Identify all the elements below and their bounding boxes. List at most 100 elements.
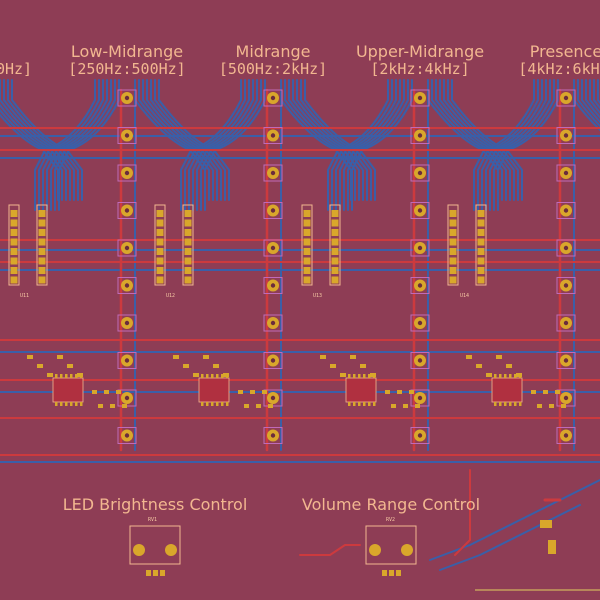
smd-passive <box>496 355 502 359</box>
led-outline <box>556 202 576 219</box>
smd-passive <box>173 355 179 359</box>
smd-pin <box>499 374 502 378</box>
smd-chip <box>52 377 84 403</box>
smd-passive <box>92 390 97 394</box>
smd-pin <box>55 374 58 378</box>
smd-pin <box>358 374 361 378</box>
ic-pin <box>449 257 457 265</box>
led-hole <box>417 320 423 326</box>
smd-passive <box>476 364 482 368</box>
smd-passive <box>104 390 109 394</box>
ic-pin <box>38 210 46 217</box>
led-hole <box>563 433 569 438</box>
led-outline <box>410 164 430 182</box>
led-hole <box>563 170 569 176</box>
ic-outline <box>329 204 341 286</box>
smd-passive <box>238 390 243 394</box>
smd-pin <box>509 402 512 406</box>
ic-ref-0: U11 <box>20 293 29 299</box>
led-outline <box>263 127 283 144</box>
led-hole <box>124 358 130 363</box>
smd-chip <box>345 377 377 403</box>
ic-pin <box>449 229 457 236</box>
ic-labels: U11 U12 U13 U14 <box>20 293 469 299</box>
smd-passive <box>256 404 261 408</box>
section-4-title: Presence <box>530 42 600 61</box>
smd-passive <box>391 404 396 408</box>
ic-pin <box>331 219 339 227</box>
fanout-trace <box>585 79 600 119</box>
fanout-trace <box>577 79 600 128</box>
ic-pin <box>38 257 46 265</box>
smd-pin <box>348 402 351 406</box>
ic-pin <box>303 229 311 236</box>
ic-pin <box>10 229 18 236</box>
smd-passive <box>360 364 366 368</box>
ic-outline <box>301 204 313 286</box>
smd-passive <box>548 540 556 554</box>
smd-pin <box>363 402 366 406</box>
led-outline <box>263 352 283 369</box>
pot-mount-pad <box>165 544 177 556</box>
pot-pin <box>396 570 401 576</box>
smd-pin <box>226 402 229 406</box>
ic-pin <box>477 219 485 227</box>
pot-pin <box>160 570 165 576</box>
smd-passive <box>250 390 255 394</box>
ic-pin <box>303 276 311 284</box>
led-outline <box>410 239 430 257</box>
led-outline <box>263 239 283 257</box>
ic-pin <box>331 276 339 284</box>
smd-passive <box>183 364 189 368</box>
fanout-trace <box>593 79 600 110</box>
led-outline <box>263 164 283 182</box>
smd-passive <box>370 373 376 377</box>
smd-passive <box>116 390 121 394</box>
ic-outline <box>447 204 459 286</box>
smd-pin <box>514 374 517 378</box>
ic-pin <box>38 276 46 284</box>
ic-outline <box>36 204 48 286</box>
led-hole <box>270 283 276 288</box>
rv2-ref: RV2 <box>386 517 395 523</box>
led-outline <box>117 314 137 332</box>
section-4-range: [4kHz:6kH <box>518 60 599 78</box>
ic-pin <box>303 219 311 227</box>
led-hole <box>417 245 423 251</box>
ic-pin <box>331 210 339 217</box>
led-hole <box>563 133 569 138</box>
smd-pin <box>216 374 219 378</box>
ic-pin <box>303 267 311 274</box>
smd-pin <box>519 402 522 406</box>
ic-pin <box>449 248 457 255</box>
smd-pin <box>211 402 214 406</box>
smd-pin <box>373 402 376 406</box>
smd-passive <box>203 355 209 359</box>
led-outline <box>263 202 283 219</box>
led-outline <box>410 127 430 144</box>
ic-pin <box>477 238 485 246</box>
led-hole <box>563 283 569 288</box>
control-trace <box>454 469 471 556</box>
smd-passive <box>122 404 127 408</box>
smd-pin <box>221 374 224 378</box>
control-trace <box>429 479 600 561</box>
rv1-ref: RV1 <box>148 517 157 523</box>
led-brightness-title: LED Brightness Control <box>63 495 248 514</box>
smd-pin <box>363 374 366 378</box>
led-hole <box>417 283 423 288</box>
smd-pin <box>60 402 63 406</box>
smd-passive <box>555 390 560 394</box>
smd-pin <box>504 402 507 406</box>
led-hole <box>417 358 423 363</box>
control-trace <box>439 504 581 571</box>
smd-pin <box>65 374 68 378</box>
led-outline <box>117 164 137 182</box>
smd-passive <box>466 355 472 359</box>
led-hole <box>563 320 569 326</box>
led-outline <box>117 202 137 219</box>
section-1-title: Low-Midrange <box>71 42 183 61</box>
section-1-range: [250Hz:500Hz] <box>68 60 185 78</box>
led-outline <box>117 427 137 444</box>
led-outline <box>556 314 576 332</box>
